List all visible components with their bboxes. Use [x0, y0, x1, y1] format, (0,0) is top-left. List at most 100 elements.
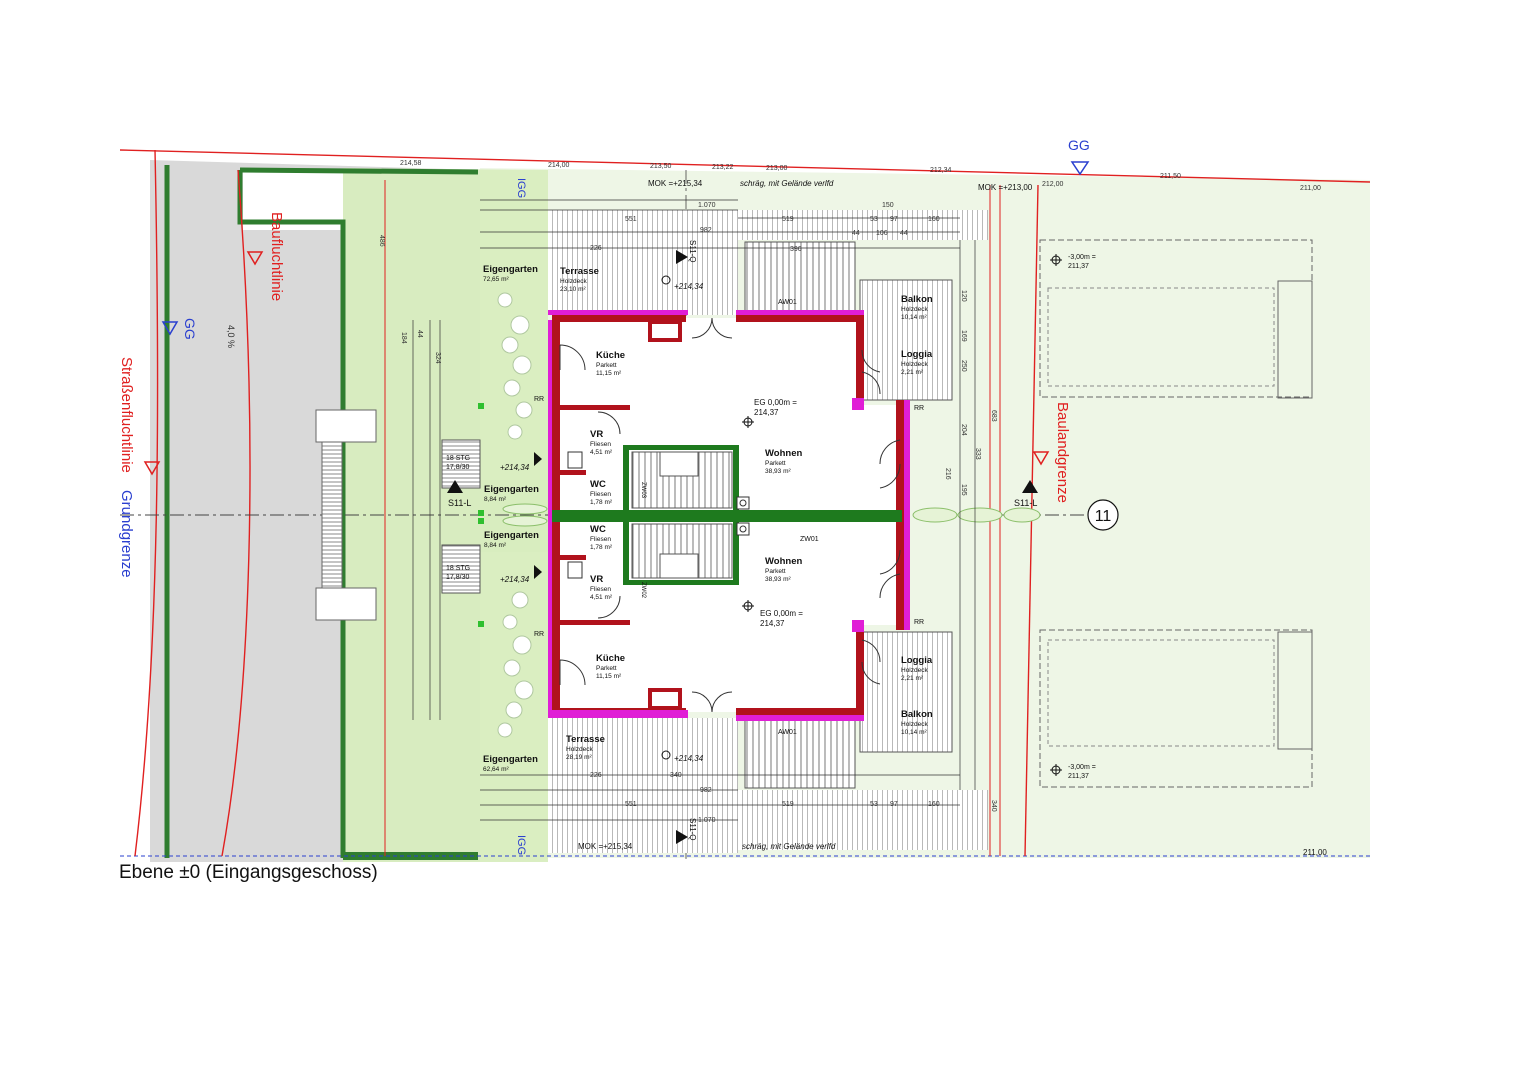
room-top-1-area: 4,51 m² [590, 449, 613, 456]
doors [559, 317, 901, 713]
room-top-1-name: VR [590, 429, 603, 440]
aw01-top: AW01 [778, 299, 797, 306]
dim-bot-982: 982 [700, 787, 712, 794]
room-bottom-0-name: Küche [596, 653, 625, 664]
room-bottom-6-area: 28,19 m² [566, 754, 592, 761]
level-top-right-val: 211,37 [1068, 263, 1089, 270]
dim-top-551: 551 [625, 216, 637, 223]
room-top-6-area: 23,10 m² [560, 286, 586, 293]
stg-dim-bottom: 17,8/30 [446, 574, 469, 581]
dim-top-97: 97 [890, 216, 898, 223]
dim-top-44: 44 [852, 230, 860, 237]
room-bottom-8-area: 8,84 m² [484, 542, 507, 549]
room-bottom-2-floor: Fliesen [590, 536, 611, 543]
dim-bot-53: 53 [870, 801, 878, 808]
rr-top-left: RR [534, 396, 544, 403]
room-top-1-floor: Fliesen [590, 441, 611, 448]
dim-v-324: 324 [434, 352, 441, 364]
dim-v-216: 216 [944, 468, 951, 480]
dim-top-44b: 44 [900, 230, 908, 237]
grundgrenze-label: Grundgrenze [118, 490, 135, 578]
room-bottom-5-area: 10,14 m² [901, 729, 927, 736]
gg-label-top: GG [1068, 137, 1090, 153]
dim-top-160: 160 [928, 216, 940, 223]
stg-dim-top: 17,8/30 [446, 464, 469, 471]
elev-9: 211,00 [1300, 185, 1321, 192]
room-bottom-3-area: 38,93 m² [765, 576, 791, 583]
room-bottom-6-name: Terrasse [566, 734, 605, 745]
room-bottom-8-name: Eigengarten [484, 530, 539, 541]
room-top-7-name: Eigengarten [483, 264, 538, 275]
rr-bottom-right: RR [914, 619, 924, 626]
room-top-0-name: Küche [596, 350, 625, 361]
elev-4: 213,22 [712, 164, 734, 171]
eg-level-bottom-val: 214,37 [760, 619, 785, 628]
dim-top-106: 106 [876, 230, 888, 237]
room-bottom-1-area: 4,51 m² [590, 594, 613, 601]
schraeg-bottom: schräg, mit Gelände verlfd [742, 842, 836, 851]
section-q-bottom: S11-Q [688, 818, 697, 841]
dim-v-169: 169 [960, 330, 967, 342]
room-bottom-4-area: 2,21 m² [901, 675, 924, 682]
zw03-label: ZW03 [640, 482, 646, 499]
igg-label-bottom: IGG [515, 835, 527, 855]
room-top-3-name: Wohnen [765, 448, 802, 459]
eg-level-bottom: EG 0,00m = [760, 609, 803, 618]
room-top-8-area: 8,84 m² [484, 496, 507, 503]
dim-v-333: 333 [974, 448, 981, 460]
eg-level-top-val: 214,37 [754, 408, 779, 417]
dim-bot-519: 519 [782, 801, 794, 808]
elev-8: 211,50 [1160, 173, 1181, 180]
zw01-label: ZW01 [800, 536, 819, 543]
dim-v-184: 184 [400, 332, 407, 344]
stg-top: 18 STG [446, 455, 470, 462]
dim-bot-340: 340 [670, 772, 682, 779]
room-bottom-7-area: 62,64 m² [483, 766, 509, 773]
igg-label-top: IGG [515, 178, 527, 198]
dim-top-1070: 1.070 [698, 202, 716, 209]
elev-3: 213,50 [650, 163, 672, 170]
level-bottom-right: -3,00m = [1068, 764, 1096, 771]
outdoor-stairs [315, 409, 481, 621]
room-bottom-2-area: 1,78 m² [590, 544, 613, 551]
level-bottom-right-val: 211,37 [1068, 773, 1089, 780]
room-bottom-6-floor: Holzdeck [566, 746, 593, 753]
dim-v-44: 44 [416, 330, 423, 338]
section-markers [447, 250, 1038, 844]
section-label-right: S11-L [1014, 498, 1037, 508]
dim-top-226: 226 [590, 245, 602, 252]
room-bottom-2-name: WC [590, 524, 606, 535]
room-top-2-floor: Fliesen [590, 491, 611, 498]
room-top-5-floor: Holzdeck [901, 306, 928, 313]
dim-v-120: 120 [960, 290, 967, 302]
room-bottom-0-floor: Parkett [596, 665, 617, 672]
elev-2: 214,00 [548, 162, 570, 169]
elev-6: 212,34 [930, 167, 952, 174]
dimension-lines [412, 199, 976, 821]
room-top-8-name: Eigengarten [484, 484, 539, 495]
room-top-7-area: 72,65 m² [483, 276, 509, 283]
room-top-5-area: 10,14 m² [901, 314, 927, 321]
room-top-2-area: 1,78 m² [590, 499, 613, 506]
schraeg-top: schräg, mit Gelände verlfd [740, 179, 834, 188]
elev-7: 212,00 [1042, 181, 1064, 188]
fixtures [567, 451, 750, 579]
room-bottom-0-area: 11,15 m² [596, 673, 622, 680]
level-21434-d: +214,34 [674, 754, 704, 763]
room-top-6-name: Terrasse [560, 266, 599, 277]
insulation-magenta [548, 310, 910, 721]
room-bottom-1-name: VR [590, 574, 603, 585]
room-bottom-4-name: Loggia [901, 655, 933, 666]
fire-walls-green [552, 445, 902, 585]
dim-v-340: 340 [990, 800, 997, 812]
level-21434-a: +214,34 [500, 463, 530, 472]
mok-bottom: MOK =+215,34 [578, 842, 633, 851]
dim-v-683: 683 [990, 410, 997, 422]
axis-number: 11 [1095, 508, 1112, 525]
zw02-label: ZW02 [640, 582, 646, 599]
hedge-strip [502, 503, 1041, 527]
room-bottom-3-name: Wohnen [765, 556, 802, 567]
room-bottom-1-floor: Fliesen [590, 586, 611, 593]
stg-bottom: 18 STG [446, 565, 470, 572]
